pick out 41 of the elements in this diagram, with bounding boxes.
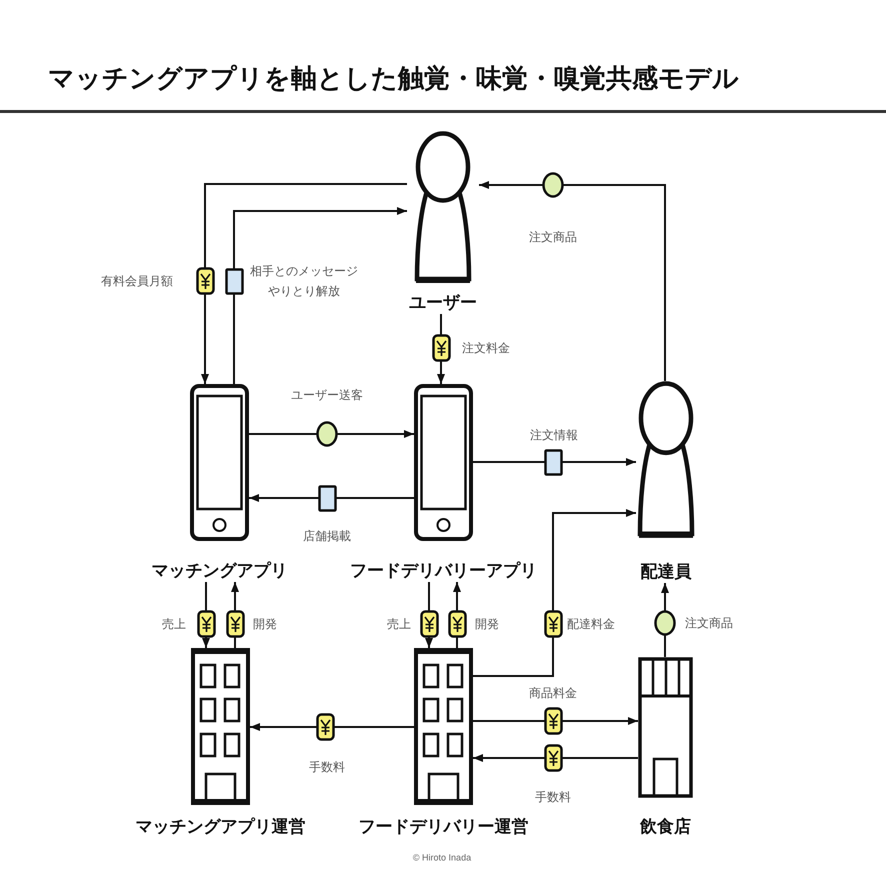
node-label: フードデリバリーアプリ bbox=[350, 560, 537, 582]
node-label: ユーザー bbox=[409, 292, 477, 314]
edge-label: 開発 bbox=[253, 616, 277, 632]
edge-label: 有料会員月額 bbox=[101, 273, 173, 289]
edge-label: 注文商品 bbox=[685, 615, 733, 631]
edge-label: 売上 bbox=[387, 616, 411, 632]
arrow bbox=[201, 183, 407, 384]
arrow bbox=[473, 717, 638, 725]
arrow bbox=[249, 494, 414, 502]
edge-label: 注文情報 bbox=[530, 427, 578, 443]
node-label: マッチングアプリ bbox=[152, 560, 288, 582]
arrow bbox=[661, 583, 669, 657]
edge-label: 商品料金 bbox=[529, 685, 577, 701]
node-label: 配達員 bbox=[640, 561, 692, 583]
edge-label: 注文料金 bbox=[462, 340, 510, 356]
edge-label: 売上 bbox=[162, 616, 186, 632]
node-label: マッチングアプリ運営 bbox=[136, 816, 306, 838]
arrow bbox=[233, 207, 407, 384]
arrow bbox=[425, 582, 433, 648]
arrow bbox=[437, 314, 445, 384]
edge-label: ユーザー送客 bbox=[291, 387, 363, 403]
node-label: フードデリバリー運営 bbox=[358, 816, 528, 838]
arrow bbox=[249, 430, 414, 438]
arrow bbox=[473, 754, 638, 762]
edge-label: 開発 bbox=[475, 616, 499, 632]
edge-label: 手数料 bbox=[535, 789, 571, 805]
edge-label: 配達料金 bbox=[567, 616, 615, 632]
node-label: 飲食店 bbox=[640, 816, 691, 838]
edge-label: 手数料 bbox=[309, 759, 345, 775]
arrow bbox=[231, 582, 239, 648]
edge-label: 店舗掲載 bbox=[303, 528, 351, 544]
arrow bbox=[479, 181, 666, 381]
title: マッチングアプリを軸とした触覚・味覚・嗅覚共感モデル bbox=[48, 63, 739, 96]
arrow bbox=[453, 582, 461, 648]
copyright-note: © Hiroto Inada bbox=[412, 852, 472, 864]
arrow bbox=[250, 723, 414, 731]
arrow bbox=[473, 509, 636, 677]
edge-label: 相手とのメッセージやりとり解放 bbox=[249, 263, 359, 300]
arrow bbox=[202, 582, 210, 648]
arrow bbox=[473, 458, 636, 466]
edge-label: 注文商品 bbox=[529, 229, 577, 245]
